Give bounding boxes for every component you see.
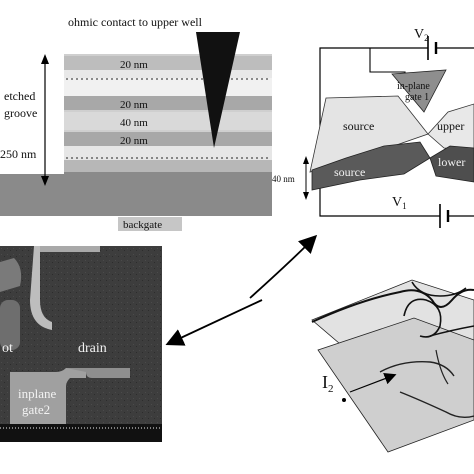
sem-pointer-arrow xyxy=(165,299,263,346)
upper-gate-contour xyxy=(311,288,474,323)
etched-label: etched xyxy=(4,89,35,103)
groove-label: groove xyxy=(4,106,37,120)
current-arrow-line xyxy=(349,372,397,393)
sem-dot-label: ot xyxy=(2,341,13,356)
v2-label: V2 xyxy=(414,27,429,43)
thickness-label: 40 nm xyxy=(272,174,295,184)
lower-drain-shape xyxy=(429,145,474,183)
sem-inplane-label: inplane xyxy=(18,386,56,401)
sem-image-panel: ot drain inplane gate2 xyxy=(0,246,162,442)
layer-a-label: 20 nm xyxy=(120,99,148,111)
ohmic-contact-label: ohmic contact to upper well xyxy=(68,15,203,29)
lower-gate-contour xyxy=(379,361,455,377)
sem-top-gate xyxy=(30,246,52,330)
inplane-gate1-label-line2: gate 1 xyxy=(405,92,429,103)
layer-base-band xyxy=(64,160,272,172)
connector-arrows xyxy=(165,234,318,346)
layer-top-band xyxy=(64,56,272,70)
ohmic-contact-spike xyxy=(196,32,240,148)
substrate-block xyxy=(0,172,272,216)
groove-base xyxy=(0,150,64,174)
layer-light-1 xyxy=(64,78,272,96)
upper-drain-shape xyxy=(427,103,474,151)
sem-gate2-label: gate2 xyxy=(22,402,50,417)
sem-top-bar xyxy=(40,246,100,252)
layer-c-band xyxy=(64,132,272,146)
heterostructure-layers xyxy=(64,54,272,172)
upper-source-label: source xyxy=(343,119,374,133)
layer-b-band xyxy=(64,112,272,130)
lower-plane xyxy=(317,317,474,453)
upper-label: upper xyxy=(437,119,464,133)
v1-label: V1 xyxy=(392,195,407,211)
device-schematic-panel: V2 V1 in-plane gate 1 source upper sourc… xyxy=(272,27,474,228)
layer-a-band xyxy=(64,96,272,110)
sem-left-finger xyxy=(0,258,22,292)
layer-c-label: 20 nm xyxy=(120,135,148,147)
inplane-gate1-shape xyxy=(391,69,447,113)
layer-b-label: 40 nm xyxy=(120,117,148,129)
layer-bottom-band xyxy=(64,146,272,160)
sem-drain-label: drain xyxy=(78,341,107,356)
backgate-tab xyxy=(118,217,182,231)
lower-label: lower xyxy=(438,155,465,169)
sem-drain-lead xyxy=(66,368,130,378)
lower-source-label: source xyxy=(334,165,365,179)
layer-delta-1 xyxy=(64,70,272,78)
perspective-3d-panel: I2 xyxy=(311,279,474,453)
sem-gate2-electrode xyxy=(10,368,86,424)
inplane-gate1-label-line1: in-plane xyxy=(397,81,430,92)
sem-dot-electrode xyxy=(0,300,20,350)
current-label: I2 xyxy=(322,372,334,395)
backgate-label: backgate xyxy=(123,219,162,231)
curved-double-arrow xyxy=(249,234,318,299)
layer-top-label: 20 nm xyxy=(120,59,148,71)
v1-circuit-wire xyxy=(319,200,440,217)
layer-stack-panel: 20 nm 20 nm 40 nm 20 nm ohmic contact to… xyxy=(0,15,272,231)
depth-label: 250 nm xyxy=(0,147,37,161)
sem-bottom-strip xyxy=(0,424,162,442)
